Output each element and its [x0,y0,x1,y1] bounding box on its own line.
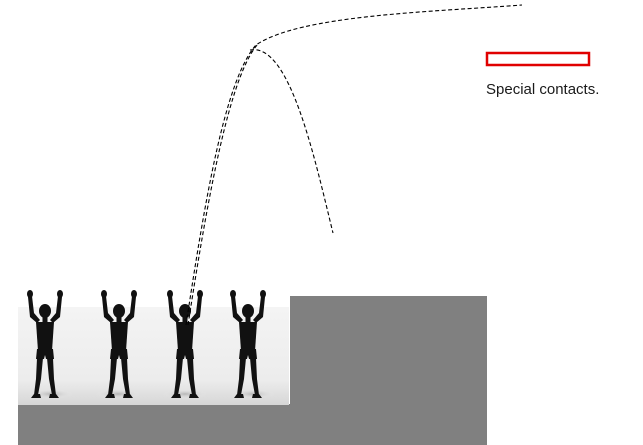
trajectory-curve-1 [185,4,523,326]
trajectory-curve-2 [187,43,259,326]
legend-label: Special contacts. [486,81,600,98]
gray-panel-right [290,296,487,408]
trajectory-curve-3 [249,49,334,234]
gray-panel-bottom [18,404,487,445]
figure-strip [18,290,289,405]
legend-swatch [485,51,591,67]
